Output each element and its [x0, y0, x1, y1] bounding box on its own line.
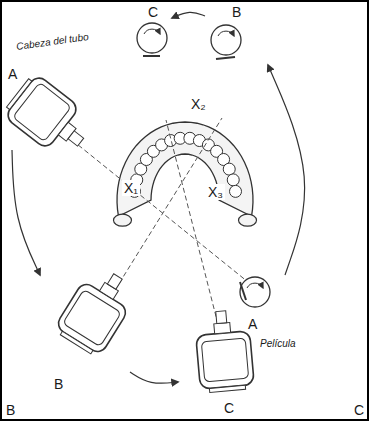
mandible [117, 122, 253, 216]
film-drum [137, 23, 167, 53]
caption-label: Cabeza del tubo [14, 31, 92, 54]
letter-label: X₃ [206, 184, 225, 200]
film-drum [211, 25, 241, 55]
tube-head [53, 262, 141, 358]
condyle [113, 214, 131, 226]
caption-label: Película [258, 338, 298, 350]
letter-label: A [246, 316, 259, 332]
beam-line [72, 140, 248, 282]
letter-label: X₂ [189, 96, 208, 112]
tooth [230, 185, 242, 197]
tooth [227, 174, 239, 186]
letter-label: X₁ [122, 180, 140, 196]
beam-line [115, 118, 222, 290]
tooth [223, 163, 235, 175]
rotation-arrow [130, 372, 178, 383]
beam-line [166, 120, 222, 340]
letter-label: C [222, 400, 236, 416]
film [216, 57, 235, 59]
letter-label: B [230, 4, 243, 20]
tube-head [1, 72, 97, 164]
rotation-arrow [172, 12, 205, 18]
letter-label: A [6, 66, 19, 82]
letter-label: C [146, 4, 160, 20]
letter-label: B [52, 376, 65, 392]
film [143, 55, 160, 57]
film [240, 282, 246, 300]
condyle [239, 214, 257, 226]
rotation-arrow [268, 65, 305, 275]
rotation-arrow [12, 150, 40, 275]
letter-label: C [352, 402, 366, 418]
film-drum [240, 277, 270, 307]
letter-label: B [4, 402, 17, 418]
